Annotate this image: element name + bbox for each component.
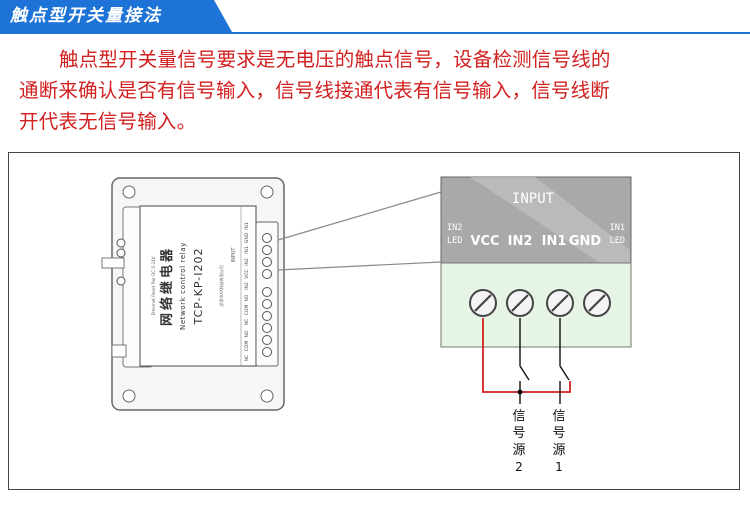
zoom-line-top [277, 191, 442, 241]
mount-hole-icon [122, 185, 136, 199]
description-line-3: 开代表无信号输入。 [19, 110, 197, 133]
vcc-red-wire [482, 318, 571, 393]
terminal-label-gnd: GND [569, 234, 602, 249]
terminal-label-vcc: VCC [470, 234, 499, 249]
terminal-label-in2: IN2 [508, 234, 533, 249]
section-header: 触点型开关量接法 [0, 0, 750, 34]
svg-text:NC: NC [244, 319, 250, 326]
svg-text:源: 源 [552, 443, 565, 458]
svg-text:IN1: IN1 [244, 222, 250, 230]
description-line-2: 通断来确认是否有信号输入，信号线接通代表有信号输入，信号线断 [19, 79, 611, 102]
power-jack [111, 344, 127, 358]
left-terminal-screws [116, 238, 126, 286]
switch-contact-1 [559, 365, 570, 381]
mount-hole-icon [260, 389, 274, 403]
signal-source-2-label: 信 号 源 2 [512, 409, 525, 474]
switch-contact-2 [519, 365, 530, 381]
description-line-1: 触点型开关量信号要求是无电压的触点信号，设备检测信号线的 [59, 48, 611, 71]
mount-hole-icon [260, 185, 274, 199]
signal-source-1-label: 信 号 源 1 [552, 409, 565, 474]
junction-dot [517, 389, 523, 395]
description-paragraph: 触点型开关量信号要求是无电压的触点信号，设备检测信号线的 通断来确认是否有信号输… [19, 44, 734, 137]
svg-text:IN2: IN2 [244, 282, 250, 290]
svg-text:IN2: IN2 [244, 258, 250, 266]
svg-text:信: 信 [552, 409, 565, 424]
svg-text:COM: COM [244, 305, 250, 316]
device-name-en: Network control relay [179, 242, 187, 330]
zoom-line-bottom [277, 261, 442, 271]
svg-text:NC: NC [244, 355, 250, 362]
zoom-terminal-screws [469, 289, 611, 317]
header-underline [0, 32, 750, 34]
device-input-label: INPUT [231, 247, 237, 263]
in2-led-line2: LED [447, 236, 462, 246]
zoom-panel-title: INPUT [512, 191, 555, 207]
diagram-frame [8, 152, 740, 490]
terminal-label-in1: IN1 [542, 234, 567, 249]
svg-text:COM: COM [244, 341, 250, 352]
svg-text:2: 2 [515, 460, 523, 474]
mount-hole-icon [122, 389, 136, 403]
in1-led-line2: LED [610, 236, 625, 246]
ethernet-port [101, 257, 125, 269]
device-company: 深圳市XX科技有限公司 [218, 265, 224, 306]
svg-text:IN1: IN1 [244, 246, 250, 254]
svg-text:号: 号 [552, 426, 565, 441]
side-labels-text: Ethernet Reset Pwr DC-5-24V [151, 256, 156, 315]
svg-text:1: 1 [555, 460, 563, 474]
header-title: 触点型开关量接法 [10, 6, 162, 26]
zoom-panel-sheen [470, 177, 630, 263]
svg-text:源: 源 [512, 443, 525, 458]
svg-text:NO: NO [244, 330, 250, 337]
terminal-label-column: IN1 GND IN1 IN2 VCC IN2 NO COM NC NO COM… [244, 222, 250, 361]
right-terminal-screws [262, 233, 272, 357]
svg-text:GND: GND [244, 232, 250, 243]
header-tab [0, 0, 232, 32]
svg-text:VCC: VCC [244, 269, 250, 278]
device-model: TCP-KP-I202 [192, 248, 205, 326]
device-name-cn: 网络继电器 [159, 246, 175, 326]
wiring [482, 318, 571, 404]
svg-text:号: 号 [512, 426, 525, 441]
svg-text:信: 信 [512, 409, 525, 424]
relay-device: Ethernet Reset Pwr DC-5-24V 网络继电器 Networ… [101, 177, 285, 411]
input-zoom-panel: INPUT IN2 LED VCC IN2 IN1 GND IN1 LED [440, 176, 632, 348]
svg-text:NO: NO [244, 294, 250, 301]
in1-led-line1: IN1 [610, 223, 625, 233]
in2-led-line1: IN2 [447, 223, 462, 233]
device-face-panel [139, 205, 257, 367]
